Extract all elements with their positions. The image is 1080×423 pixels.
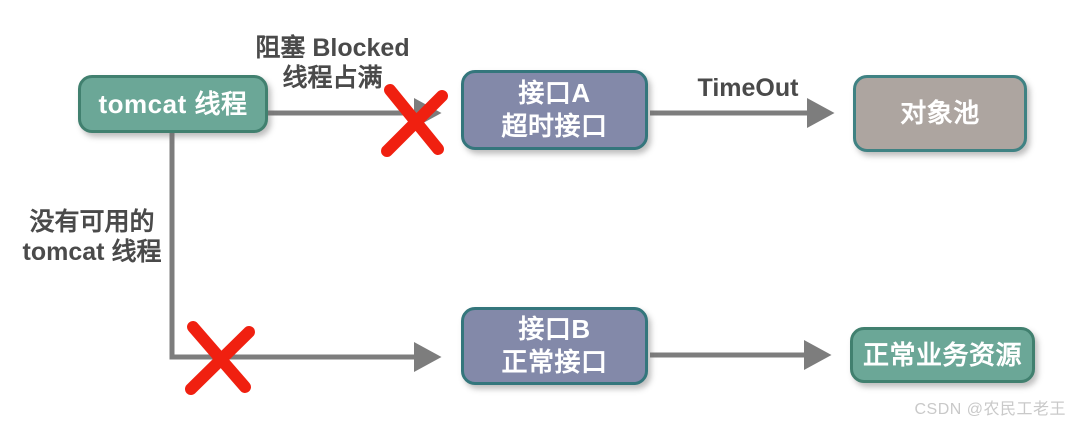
node-interface-a: 接口A 超时接口 <box>461 70 648 150</box>
csdn-watermark: CSDN @农民工老王 <box>914 401 1066 418</box>
edge-label-blocked-line2: 线程占满 <box>282 64 383 92</box>
edge-label-blocked-line1: 阻塞 Blocked <box>255 34 410 62</box>
no-thread-cross-icon <box>185 321 255 395</box>
node-tomcat-thread: tomcat 线程 <box>78 75 268 133</box>
node-interface-a-subtitle: 超时接口 <box>501 111 608 141</box>
edge-label-timeout: TimeOut <box>697 74 799 102</box>
node-interface-a-title: 接口A <box>518 78 591 108</box>
node-object-pool: 对象池 <box>853 75 1027 152</box>
blocked-cross-icon <box>381 84 448 157</box>
node-interface-b: 接口B 正常接口 <box>461 307 648 385</box>
node-normal-resource-label: 正常业务资源 <box>862 339 1022 370</box>
node-object-pool-label: 对象池 <box>900 98 980 128</box>
edge-label-no-thread-line2: tomcat 线程 <box>22 238 162 266</box>
node-interface-b-title: 接口B <box>518 314 591 344</box>
node-tomcat-thread-label: tomcat 线程 <box>98 88 248 119</box>
edge-label-no-thread-line1: 没有可用的 <box>29 208 155 236</box>
node-interface-b-subtitle: 正常接口 <box>501 347 608 377</box>
edge-label-no-thread: 没有可用的 tomcat 线程 <box>12 207 172 267</box>
node-normal-resource: 正常业务资源 <box>850 327 1035 383</box>
edge-label-blocked: 阻塞 Blocked 线程占满 <box>240 33 425 93</box>
connector-tomcat-to-interface-b <box>169 133 442 372</box>
